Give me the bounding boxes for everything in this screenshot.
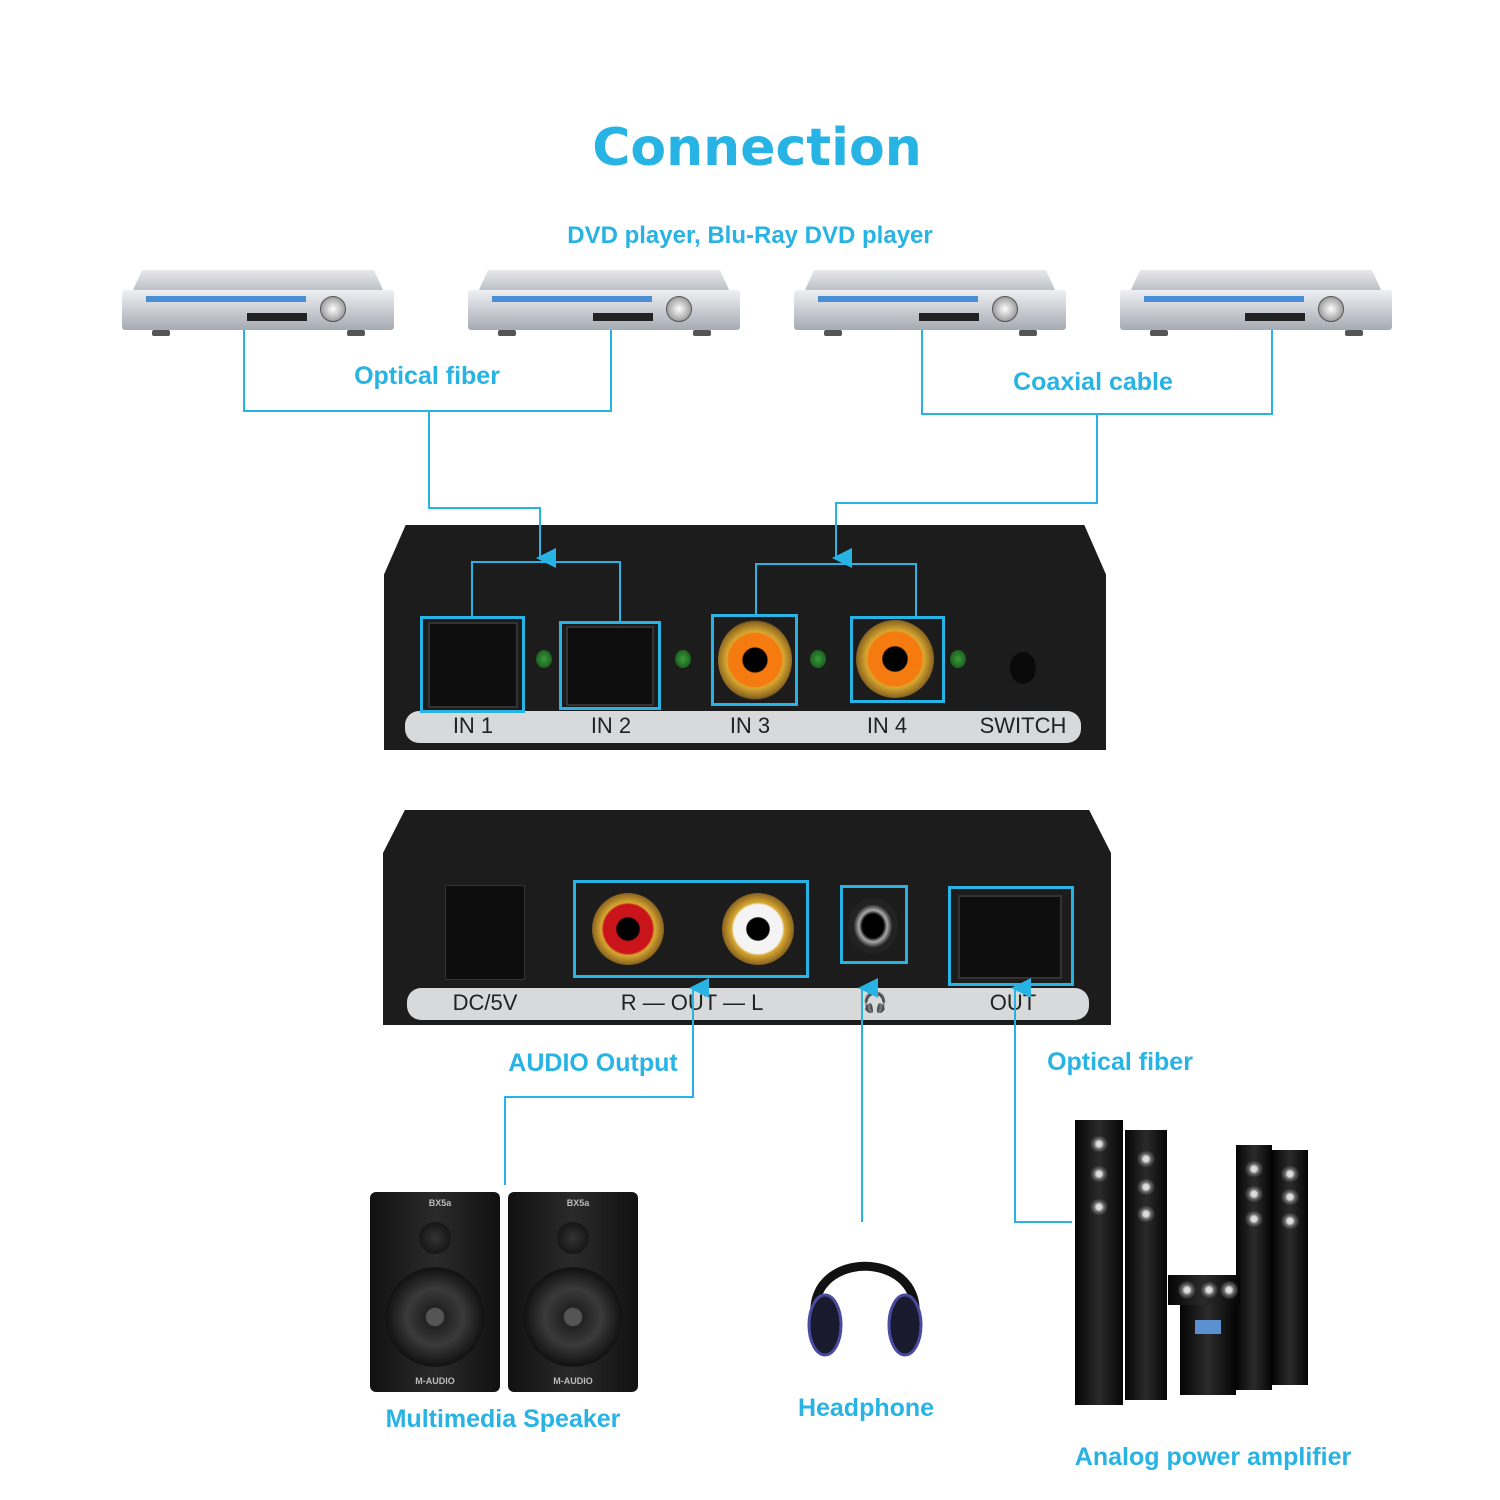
led-in4 bbox=[950, 650, 966, 668]
dc-power-port[interactable] bbox=[445, 885, 525, 980]
highlight-in4 bbox=[850, 616, 945, 703]
dvd-player-1 bbox=[122, 270, 394, 340]
front-label-plate: IN 1 IN 2 IN 3 IN 4 SWITCH bbox=[405, 711, 1081, 743]
switch-button[interactable] bbox=[1010, 652, 1036, 684]
coaxial-port-in3[interactable] bbox=[718, 620, 792, 700]
coaxial-in-line bbox=[836, 330, 1273, 558]
multimedia-speaker-label: Multimedia Speaker bbox=[385, 1405, 621, 1433]
coaxial-cable-label: Coaxial cable bbox=[1013, 368, 1173, 396]
dvd-player-3 bbox=[794, 270, 1066, 340]
headphone-image bbox=[807, 1261, 923, 1357]
rca-left-port[interactable] bbox=[722, 893, 794, 965]
port-label-in1: IN 1 bbox=[452, 713, 494, 738]
optical-port-in1[interactable] bbox=[428, 622, 518, 708]
dvd-player-4 bbox=[1120, 270, 1392, 340]
led-in2 bbox=[675, 650, 691, 668]
optical-port-in2[interactable] bbox=[566, 626, 654, 706]
headphone-label: Headphone bbox=[797, 1394, 935, 1422]
switch-label: SWITCH bbox=[979, 713, 1067, 738]
optical-fiber-output-label: Optical fiber bbox=[1047, 1048, 1193, 1076]
highlight-in2 bbox=[559, 621, 661, 710]
amplifier-label: Analog power amplifier bbox=[1074, 1443, 1352, 1471]
sources-label: DVD player, Blu-Ray DVD player bbox=[567, 222, 933, 249]
optical-out-line bbox=[1011, 978, 1072, 1223]
coaxial-port-in4[interactable] bbox=[856, 620, 934, 698]
power-label: DC/5V bbox=[452, 990, 518, 1015]
led-in3 bbox=[810, 650, 826, 668]
audio-output-label: AUDIO Output bbox=[508, 1049, 678, 1077]
optical-out-port[interactable] bbox=[958, 895, 1062, 979]
rear-label-plate: DC/5V R — OUT — L 🎧 OUT bbox=[407, 988, 1089, 1020]
rca-right-port[interactable] bbox=[592, 893, 664, 965]
headphone-jack[interactable] bbox=[848, 898, 898, 954]
highlight-rca-out bbox=[573, 880, 809, 978]
port-label-in2: IN 2 bbox=[590, 713, 632, 738]
port-label-in4: IN 4 bbox=[866, 713, 908, 738]
highlight-in3 bbox=[711, 614, 798, 706]
optical-fiber-input-label: Optical fiber bbox=[354, 362, 500, 390]
port-label-in3: IN 3 bbox=[729, 713, 771, 738]
optical-in-line bbox=[243, 330, 612, 558]
highlight-in1 bbox=[420, 616, 525, 713]
led-in1 bbox=[536, 650, 552, 668]
audio-out-line bbox=[504, 978, 709, 1185]
highlight-headphone bbox=[840, 885, 908, 964]
page-title: Connection bbox=[592, 118, 922, 178]
dvd-player-2 bbox=[468, 270, 740, 340]
